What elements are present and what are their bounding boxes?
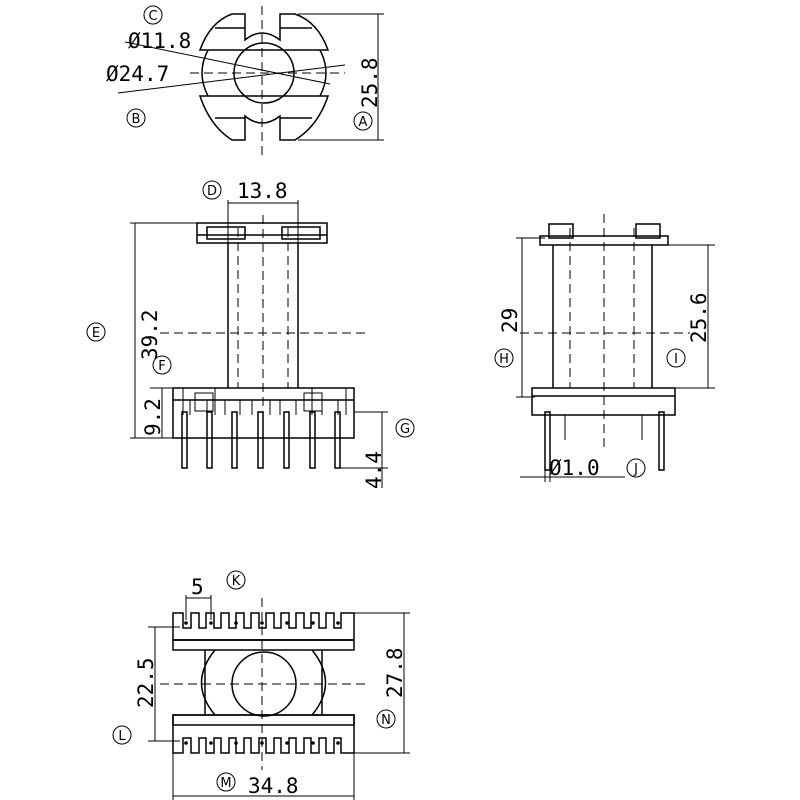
callout-k: K xyxy=(226,570,246,590)
side-base xyxy=(531,387,676,416)
dim-front-total-height: 39.2 xyxy=(138,309,162,360)
phi-symbol-1: Ø xyxy=(128,29,141,53)
dim-side-winding-height: 25.6 xyxy=(687,292,711,343)
front-pins xyxy=(181,411,341,469)
callout-l-text: L xyxy=(118,729,126,744)
callout-g-text: G xyxy=(400,422,410,437)
bottom-upper-comb xyxy=(172,612,355,641)
top-view-outline-upper xyxy=(198,13,330,51)
bottom-lower-strip xyxy=(172,714,355,726)
callout-c: C xyxy=(143,5,163,25)
dim-top-phi-outer: 24.7 xyxy=(119,62,170,86)
callout-d: D xyxy=(202,180,222,200)
dim-front-top-width: 13.8 xyxy=(237,179,288,203)
callout-i: I xyxy=(666,348,686,368)
side-pin-right xyxy=(658,411,665,471)
callout-a: A xyxy=(353,111,373,131)
label-phi-inner: Ø11.8 xyxy=(128,29,191,53)
callout-e: E xyxy=(86,322,106,342)
dim-top-height: 25.8 xyxy=(358,57,382,108)
front-base-ribs xyxy=(182,388,347,415)
front-flange-slot-left xyxy=(206,226,246,240)
callout-i-text: I xyxy=(674,352,678,367)
leader-phi-inner xyxy=(124,41,331,85)
callout-e-text: E xyxy=(92,326,100,341)
callout-b: B xyxy=(126,108,146,128)
side-pin-left xyxy=(544,411,551,471)
callout-n-text: N xyxy=(381,713,391,728)
bottom-view: 5 22.5 27.8 34.8 K L M N xyxy=(112,570,410,800)
callout-j: J xyxy=(626,458,646,478)
callout-b-text: B xyxy=(132,112,141,127)
callout-h: H xyxy=(494,348,514,368)
top-view-body-right xyxy=(319,49,327,97)
dim-front-base-height: 9.2 xyxy=(141,398,165,436)
dim-side-height: 29 xyxy=(498,308,522,333)
callout-g: G xyxy=(395,418,415,438)
top-view-outline-lower xyxy=(198,95,330,141)
phi-symbol-3: Ø xyxy=(549,456,562,480)
label-pin-diameter: Ø1.0 xyxy=(549,456,600,480)
dim-side-pin-diameter: 1.0 xyxy=(562,456,600,480)
front-view: 13.8 39.2 9.2 4.4 D E F G xyxy=(86,179,415,489)
front-top-flange xyxy=(196,222,328,244)
dim-front-pin-length: 4.4 xyxy=(362,451,386,489)
dim-bottom-inner-span: 22.5 xyxy=(134,657,158,708)
callout-f: F xyxy=(152,355,172,375)
side-view: 29 25.6 Ø1.0 H I J xyxy=(494,214,715,482)
dim-bottom-width: 34.8 xyxy=(248,774,299,798)
callout-m: M xyxy=(216,772,236,792)
bottom-lower-comb xyxy=(172,714,355,754)
top-view-body-left xyxy=(201,49,209,97)
callout-k-text: K xyxy=(232,574,241,589)
leader-phi-outer xyxy=(117,64,346,94)
callout-j-text: J xyxy=(633,462,638,477)
dim-top-phi-inner: 11.8 xyxy=(141,29,192,53)
callout-m-text: M xyxy=(220,776,231,791)
callout-c-text: C xyxy=(148,9,157,24)
bottom-body-right xyxy=(311,649,327,716)
callout-f-text: F xyxy=(158,359,165,374)
callout-h-text: H xyxy=(499,352,509,367)
phi-symbol-2: Ø xyxy=(106,62,119,86)
callout-a-text: A xyxy=(359,115,368,130)
side-top-lug-right xyxy=(635,223,661,239)
callout-n: N xyxy=(376,709,396,729)
callout-d-text: D xyxy=(207,184,217,199)
callout-l: L xyxy=(112,725,132,745)
bottom-pin-dots xyxy=(184,621,340,745)
side-top-lug-left xyxy=(548,223,574,239)
dim-bottom-outer-span: 27.8 xyxy=(383,647,407,698)
bottom-upper-strip xyxy=(172,639,355,651)
label-phi-outer: Ø24.7 xyxy=(106,62,169,86)
top-view: Ø11.8 Ø24.7 25.8 A B C xyxy=(106,5,384,155)
front-flange-slot-right xyxy=(281,226,321,240)
dim-bottom-pitch: 5 xyxy=(191,575,204,599)
bottom-body-left xyxy=(200,649,216,716)
